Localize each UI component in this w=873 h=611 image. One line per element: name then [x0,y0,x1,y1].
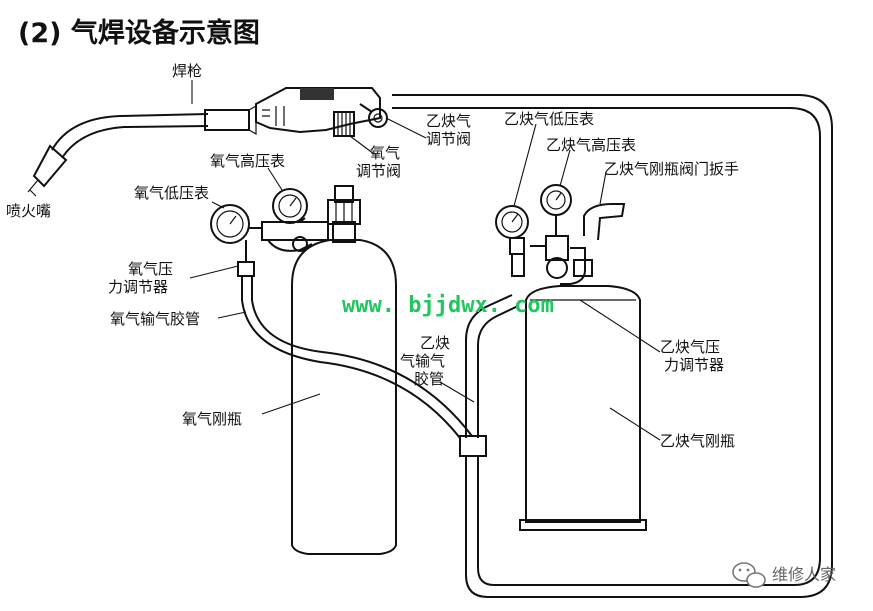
oxygen-valve-knob-icon [333,111,355,137]
label-oxygen-valve-2: 调节阀 [356,162,401,180]
acetylene-regulator [530,235,593,285]
label-oxygen-low-gauge: 氧气低压表 [134,184,209,202]
label-acetylene-wrench: 乙炔气刚瓶阀门扳手 [604,160,739,178]
oxygen-regulator [237,221,329,277]
label-oxygen-high-gauge: 氧气高压表 [210,152,285,170]
brand-name: 维修人家 [772,565,836,584]
label-acetylene-high-gauge: 乙炔气高压表 [546,136,636,154]
acetylene-wrench-icon [583,203,626,241]
label-acetylene-regulator-1: 乙炔气压 [660,338,720,356]
acetylene-valve-knob-icon [359,103,388,128]
wechat-brand: 维修人家 [732,562,836,588]
label-acetylene-cylinder: 乙炔气刚瓶 [660,432,735,450]
label-oxygen-regulator-1: 氧气压 [128,260,173,278]
label-oxygen-valve-1: 氧气 [370,144,400,162]
label-acetylene-valve-1: 乙炔气 [426,112,471,130]
acetylene-cylinder [519,285,647,531]
leader-lines [29,80,661,441]
label-acetylene-hose-2: 气输气 [400,352,445,370]
label-acetylene-regulator-2: 力调节器 [664,356,724,374]
label-oxygen-cylinder: 氧气刚瓶 [182,410,242,428]
label-acetylene-valve-2: 调节阀 [426,130,471,148]
acetylene-high-pressure-gauge-icon [540,184,572,236]
oxygen-hose [241,276,473,439]
label-acetylene-hose-1: 乙炔 [420,334,450,352]
label-oxygen-regulator-2: 力调节器 [108,278,168,296]
label-acetylene-hose-3: 胶管 [414,370,444,388]
watermark-url: www. bjjdwx. com [342,293,554,318]
oxygen-low-pressure-gauge-icon [210,204,262,244]
oxygen-high-pressure-gauge-icon [272,188,308,224]
label-acetylene-low-gauge: 乙炔气低压表 [504,110,594,128]
acetylene-low-pressure-gauge-icon [495,205,529,277]
diagram-title: (2) 气焊设备示意图 [18,17,260,49]
label-nozzle: 喷火嘴 [6,202,51,220]
label-oxygen-hose: 氧气输气胶管 [110,310,200,328]
oxygen-cylinder [291,185,397,555]
welding-torch [27,87,388,193]
wechat-icon [732,562,766,588]
label-torch: 焊枪 [172,62,202,80]
acetylene-hose-loop [392,94,833,598]
